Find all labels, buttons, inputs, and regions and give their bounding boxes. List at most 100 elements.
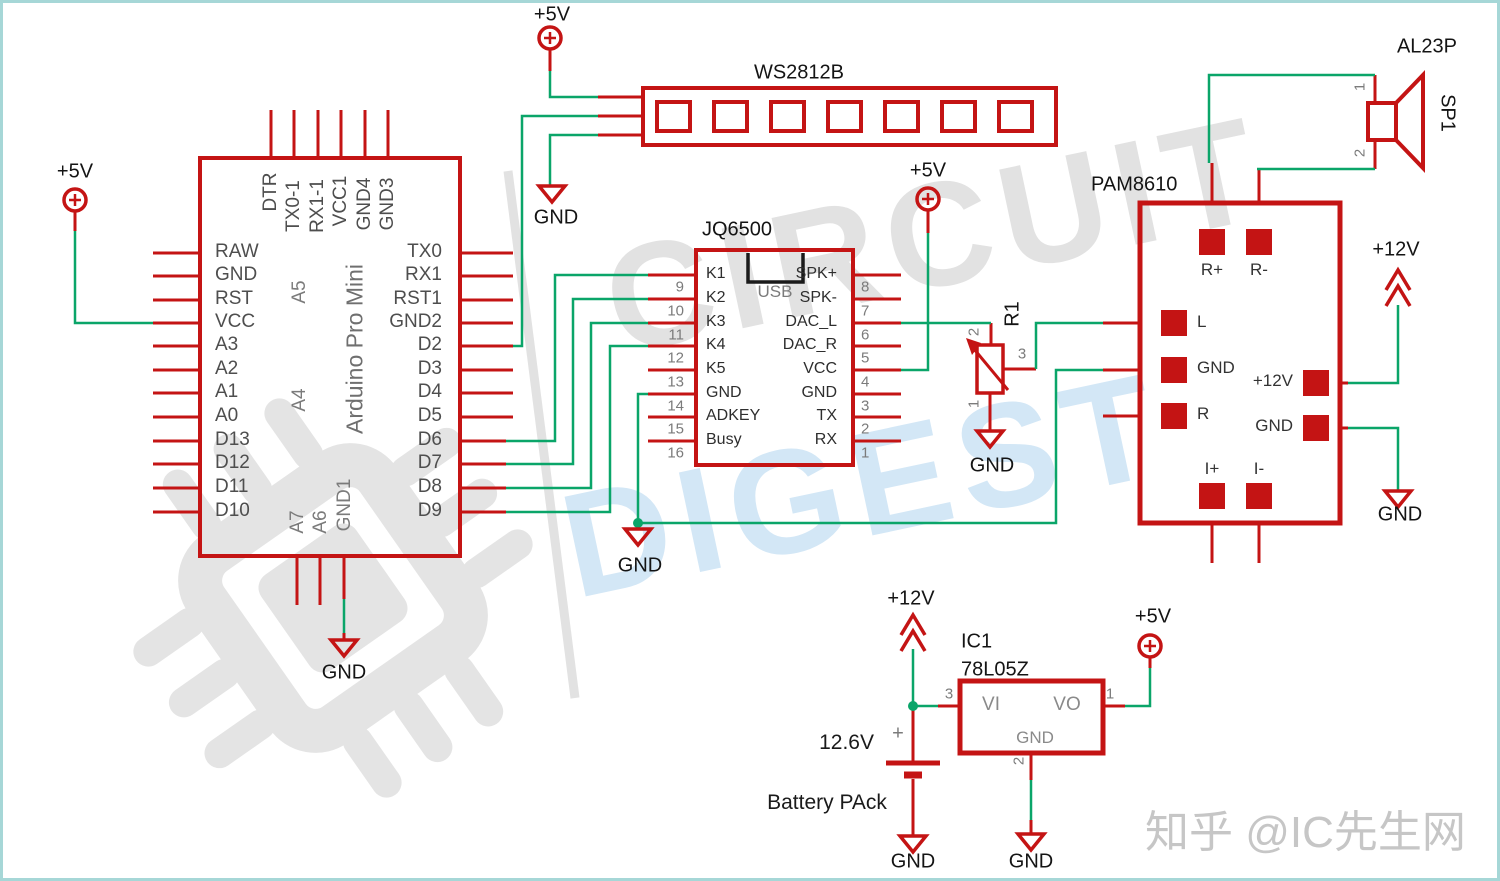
wire-pam-12v [1348,305,1400,385]
net-label-gnd: GND [1008,850,1054,873]
arduino-title: Arduino Pro Mini [341,263,368,435]
arduino-pin-rst: RST [215,287,253,309]
net-label-gnd: GND [890,850,936,873]
speaker-model: AL23P [1396,35,1458,58]
wire-12v-to-regulator [911,649,938,708]
pad-gnd-left [1161,357,1187,383]
schematic-graphics [62,25,1425,855]
arduino-pin-d11: D11 [215,475,249,497]
junction-dot [908,701,918,711]
gnd-symbol [1014,832,1048,853]
net-label-5v: +5V [56,160,94,183]
jq-pin-number: 14 [667,397,684,415]
pam8610-outline [1137,200,1343,526]
jq-pin-number: 13 [667,373,684,391]
jq-pin-number: 3 [861,397,870,415]
jq-pin-gnd2: GND [801,384,837,402]
arduino-pin-rx1-1: RX1-1 [307,179,328,233]
net-label-5v: +5V [533,3,571,26]
jq-pin-number: 9 [675,278,684,296]
arduino-pin-a1: A1 [215,380,239,402]
ws2812b-outline [641,86,1058,147]
gnd-symbols [327,184,1415,855]
r1-wiper-arrowhead [966,338,981,355]
jq-pin-number: 4 [861,373,870,391]
jq-pin-number: 12 [667,349,684,367]
pam8610-title: PAM8610 [1091,173,1178,196]
wire-speaker-1 [1207,73,1375,163]
r1-pin-2: 2 [965,327,983,337]
arduino-pin-d2: D2 [417,333,442,355]
jq-pin-number: 8 [861,278,870,296]
r1-ref: R1 [1001,301,1024,327]
jq-pin-number: 15 [667,420,684,438]
net-label-gnd: GND [1377,503,1423,526]
pam-label-r: R [1197,404,1210,423]
jq-pin-number: 16 [667,444,684,462]
watermark-layer: CIRCUIT DIGEST [3,3,1497,878]
jq-pin-dac-r: DAC_R [782,336,837,354]
speaker-pin-2: 2 [1351,148,1369,158]
regulator-vi: VI [982,693,1000,715]
pad-gnd-right [1303,415,1329,441]
ws2812b-title: WS2812B [753,61,845,84]
pam8610-pin-stubs [1103,163,1348,563]
arduino-pin-tx0-1: TX0-1 [283,180,304,232]
pam-label-12v: +12V [1252,371,1293,390]
net-label-gnd: GND [533,206,579,229]
arduino-pin-gnd: GND [215,263,258,285]
pad-r-in [1161,403,1187,429]
arduino-pin-vcc: VCC [215,310,256,332]
arduino-pin-d6: D6 [417,428,442,450]
pad-12v [1303,370,1329,396]
jq-pin-k3: K3 [706,313,726,331]
arduino-right-pins [460,251,513,514]
arduino-pin-rst1: RST1 [393,287,442,309]
jq-pin-number: 1 [861,444,870,462]
r1-pin-wires [988,323,1036,430]
jq-pin-busy: Busy [706,431,742,449]
ws2812b-pins [598,95,643,137]
plus12v-symbols [899,266,1412,652]
usb-notch [746,253,805,284]
battery-label: Battery PAck [767,790,887,814]
pam-label-l: L [1197,312,1207,331]
arduino-pin-a0: A0 [215,404,239,426]
pad-l-in [1161,310,1187,336]
gnd-symbol [896,834,930,855]
wire-d7-to-k2 [506,297,648,466]
credit-watermark: 知乎 @IC先生网 [1145,808,1466,857]
jq-pin-gnd: GND [706,384,742,402]
wire-d6-to-k1 [506,273,648,443]
net-label-12v: +12V [887,587,935,610]
regulator-pin-3: 3 [944,685,954,703]
pam-label-r-minus: R- [1250,260,1268,279]
gnd-symbol [327,638,361,659]
wire-pam-gnd-right [1348,426,1400,490]
jq-pin-tx: TX [816,407,837,425]
r1-pin-1: 1 [965,399,983,409]
jq-pin-spk-minus: SPK- [799,289,837,307]
jq-pin-number: 10 [667,302,684,320]
r1-wiper-arrow-line [972,348,1010,391]
jq-pin-number: 7 [861,302,870,320]
arduino-pin-d4: D4 [417,380,442,402]
arduino-pin-d7: D7 [417,451,442,473]
jq6500-right-pins [853,273,901,443]
jq-pin-number: 11 [668,326,684,344]
gnd-symbol [621,527,655,548]
watermark-chip-graphic [133,170,580,798]
jq6500-outline [694,248,855,467]
arduino-pin-a7: A7 [287,510,308,534]
arduino-pin-gnd2: GND2 [389,310,442,332]
pam-label-i-minus: I- [1253,459,1265,478]
jq-pin-spk-plus: SPK+ [795,265,837,283]
plus5v-symbols [62,25,1163,659]
arduino-pin-gnd4: GND4 [354,177,375,231]
net-label-gnd: GND [617,554,663,577]
arduino-pin-gnd3: GND3 [377,177,398,231]
arduino-outline [198,156,462,558]
jq-pin-vcc: VCC [803,360,837,378]
arduino-pin-raw: RAW [215,240,259,262]
